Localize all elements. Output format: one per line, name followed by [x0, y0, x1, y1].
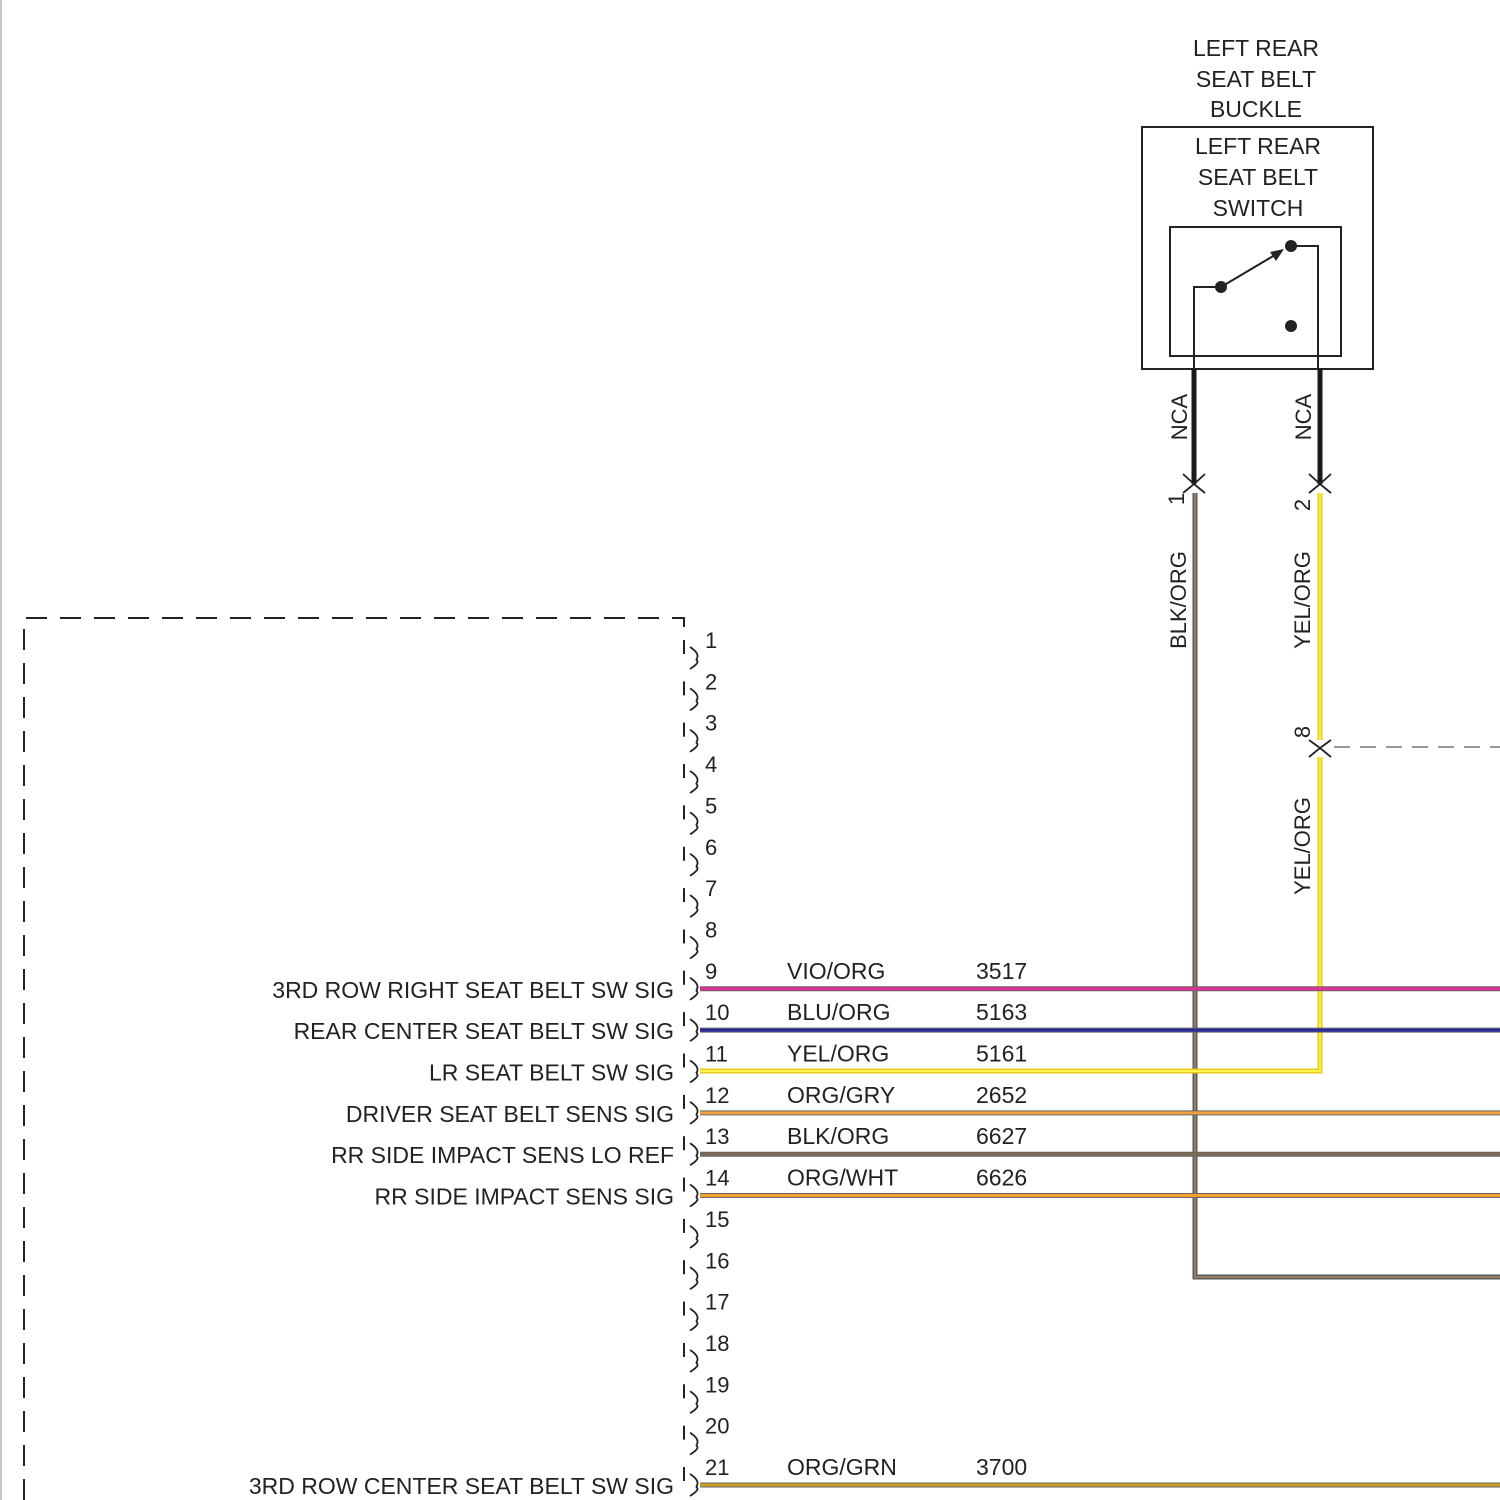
pin-contact: [690, 730, 698, 752]
pin-contact: [690, 1185, 698, 1207]
pin-contact: [690, 895, 698, 917]
circuit-label: RR SIDE IMPACT SENS LO REF: [331, 1142, 674, 1168]
module-pin-number: 1: [705, 628, 717, 653]
circuit-number: 5161: [976, 1041, 1027, 1067]
circuit-number: 6626: [976, 1165, 1027, 1191]
pin-contact: [690, 1019, 698, 1041]
module-pin-number: 7: [705, 876, 717, 901]
module-pin-number: 4: [705, 752, 717, 777]
module-pin-number: 21: [705, 1455, 729, 1480]
module-pin-number: 8: [705, 917, 717, 942]
module-pin-number: 16: [705, 1248, 729, 1273]
buckle-title: LEFT REAR SEAT BELT BUCKLE: [1193, 35, 1319, 122]
switch-title-line: LEFT REAR: [1195, 133, 1321, 159]
pin-contact: [690, 1433, 698, 1455]
circuit-number: 6627: [976, 1123, 1027, 1149]
wire-blk-org-buckle: [1195, 493, 1500, 1277]
switch-title: LEFT REAR SEAT BELT SWITCH: [1195, 133, 1321, 221]
module-pin-number: 11: [705, 1042, 728, 1067]
switch-contact-common: [1215, 281, 1227, 293]
circuit-label: 3RD ROW RIGHT SEAT BELT SW SIG: [272, 977, 674, 1003]
wire-color-label: BLK/ORG: [787, 1123, 889, 1149]
pin-contact: [690, 1350, 698, 1372]
buckle-title-line: SEAT BELT: [1196, 66, 1316, 92]
inline-connector-pin: 8: [1290, 726, 1315, 738]
pin-contact: [690, 936, 698, 958]
module-pin-number: 2: [705, 669, 717, 694]
pin-contact: [690, 1226, 698, 1248]
pin-contact: [690, 854, 698, 876]
wire-color-label: ORG/GRN: [787, 1454, 897, 1480]
circuit-label: 3RD ROW CENTER SEAT BELT SW SIG: [249, 1473, 674, 1499]
pin-contact: [690, 978, 698, 1000]
module-pin-number: 17: [705, 1290, 729, 1315]
module-pin-number: 20: [705, 1414, 729, 1439]
switch-arrowhead: [1270, 249, 1284, 261]
circuit-number: 2652: [976, 1082, 1027, 1108]
wire-color-label: ORG/WHT: [787, 1165, 898, 1191]
switch-title-line: SWITCH: [1213, 195, 1304, 221]
module-pin-number: 3: [705, 711, 717, 736]
pin-contact: [690, 688, 698, 710]
pin-contact: [690, 771, 698, 793]
module-pin-number: 10: [705, 1000, 729, 1025]
wire-color-label: VIO/ORG: [787, 958, 885, 984]
buckle-title-line: BUCKLE: [1210, 96, 1302, 122]
pin-contact: [690, 812, 698, 834]
nca-label-1: NCA: [1167, 393, 1192, 440]
module-pin-number: 18: [705, 1331, 729, 1356]
module-pin-number: 6: [705, 835, 717, 860]
pin-contact: [690, 1474, 698, 1496]
pin-contact: [690, 1102, 698, 1124]
switch-title-line: SEAT BELT: [1198, 164, 1318, 190]
module-pin-number: 14: [705, 1166, 729, 1191]
circuit-number: 5163: [976, 999, 1027, 1025]
circuit-label: DRIVER SEAT BELT SENS SIG: [346, 1101, 674, 1127]
pin-contact: [690, 1061, 698, 1083]
wire-color-label: YEL/ORG: [787, 1041, 889, 1067]
circuit-number: 3517: [976, 958, 1027, 984]
pin-contact: [690, 1267, 698, 1289]
module-pin-number: 15: [705, 1207, 729, 1232]
switch-contact-closed: [1285, 240, 1297, 252]
pin-contact: [690, 1309, 698, 1331]
switch-contact-open: [1285, 320, 1297, 332]
circuit-label: LR SEAT BELT SW SIG: [429, 1060, 674, 1086]
wire-color-label: BLU/ORG: [787, 999, 891, 1025]
nca-label-2: NCA: [1291, 393, 1316, 440]
module-pin-number: 13: [705, 1124, 729, 1149]
circuit-label: RR SIDE IMPACT SENS SIG: [375, 1184, 674, 1210]
switch-symbol: [1194, 246, 1318, 369]
pin-contact: [690, 1391, 698, 1413]
pin-contact: [690, 1143, 698, 1165]
buckle-title-line: LEFT REAR: [1193, 35, 1319, 61]
inline-connector-8: [1309, 740, 1331, 757]
module-pin-number: 12: [705, 1083, 729, 1108]
module-pin-number: 9: [705, 959, 717, 984]
buckle-pin-1: 1: [1164, 493, 1189, 505]
wire-color-label-yel-org: YEL/ORG: [1290, 551, 1315, 649]
buckle-pin-2: 2: [1290, 499, 1315, 511]
circuit-number: 3700: [976, 1454, 1027, 1480]
wire-color-label-blk-org: BLK/ORG: [1166, 551, 1191, 649]
pin-contact: [690, 647, 698, 669]
wire-color-label-yel-org-lower: YEL/ORG: [1290, 797, 1315, 895]
wire-color-label: ORG/GRY: [787, 1082, 895, 1108]
circuit-label: REAR CENTER SEAT BELT SW SIG: [294, 1018, 674, 1044]
module-pin-number: 19: [705, 1372, 729, 1397]
module-pin-number: 5: [705, 793, 717, 818]
